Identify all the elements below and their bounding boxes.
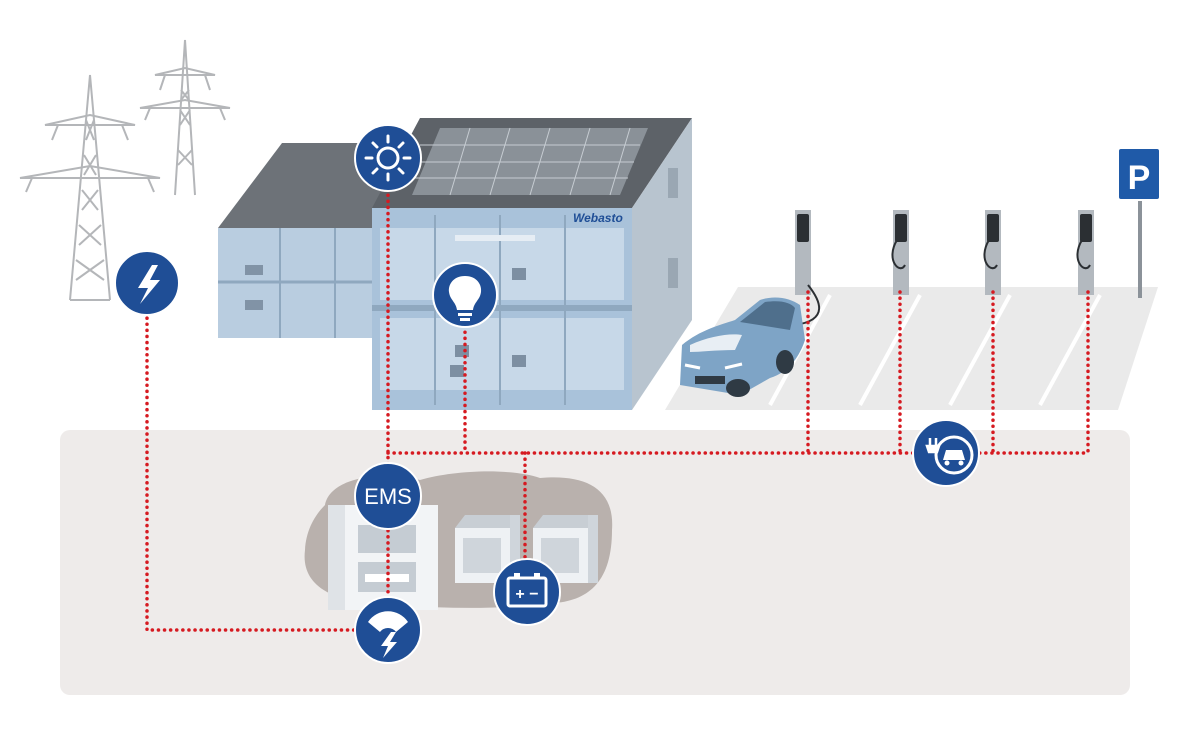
parking-sign-label: P [1128, 159, 1151, 197]
brand-logo: Webasto [573, 211, 623, 225]
parking-sign-icon [1117, 147, 1161, 298]
grid-meter-icon [354, 596, 422, 664]
battery-icon [493, 558, 561, 626]
electric-car [680, 297, 805, 397]
light-bulb-icon [432, 262, 498, 328]
lightning-bolt-icon [114, 250, 180, 316]
battery-polarity-label: + − [515, 586, 538, 603]
battery-storage-unit-2 [533, 515, 598, 583]
charging-station-4 [1076, 210, 1094, 295]
battery-storage-unit-1 [455, 515, 520, 583]
power-tower-back [139, 39, 231, 196]
ems-icon [354, 462, 422, 530]
charging-station-1 [794, 210, 821, 326]
sun-icon [354, 124, 422, 192]
charging-station-3 [983, 210, 1001, 295]
charging-station-2 [891, 210, 909, 295]
power-tower-front [19, 74, 161, 301]
building-main [372, 118, 692, 410]
ev-charging-car-icon [912, 419, 980, 487]
ems-label: EMS [364, 484, 412, 509]
